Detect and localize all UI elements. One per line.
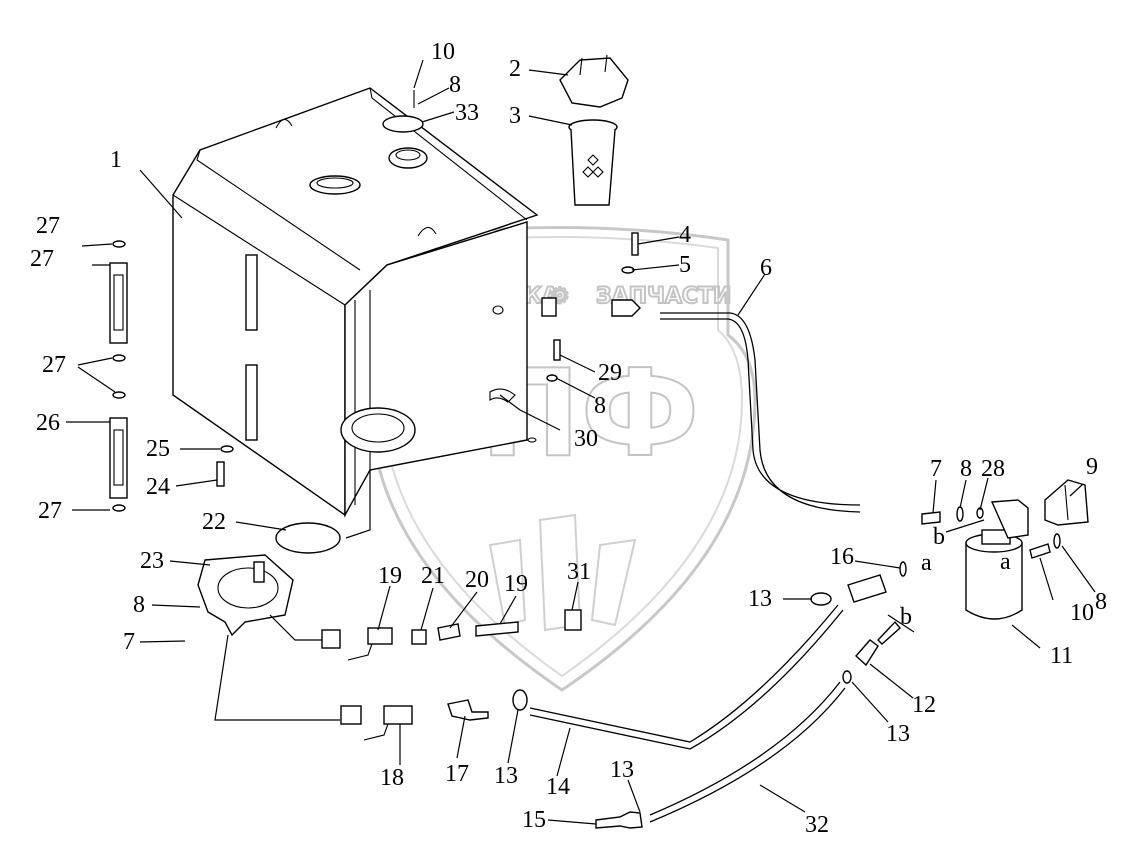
- leader-lines: [66, 59, 1096, 825]
- callout-8-filter-right: 8: [1095, 589, 1107, 615]
- callout-4: 4: [679, 222, 691, 248]
- callout-7-left: 7: [123, 629, 135, 655]
- callout-27-1: 27: [36, 213, 60, 239]
- callout-31: 31: [567, 559, 591, 585]
- callout-22: 22: [202, 509, 226, 535]
- callout-7-right: 7: [930, 456, 942, 482]
- callout-29: 29: [598, 360, 622, 386]
- callout-8-left: 8: [133, 592, 145, 618]
- callout-10-top: 10: [431, 39, 455, 65]
- callout-13-right: 13: [886, 721, 910, 747]
- callout-3: 3: [509, 103, 521, 129]
- filter-bolts: [921, 506, 1061, 559]
- callout-23: 23: [140, 548, 164, 574]
- callout-27-2: 27: [30, 246, 54, 272]
- callout-26: 26: [36, 410, 60, 436]
- callouts: 1 2 3 4 5 6 7 7 8 8 8 8 8 9 10 10 11 12 …: [30, 39, 1107, 838]
- callout-28: 28: [981, 456, 1005, 482]
- hose-end-15: [595, 811, 643, 829]
- callout-13-bottom: 13: [610, 757, 634, 783]
- callout-5: 5: [679, 252, 691, 278]
- callout-a-right: a: [921, 550, 932, 576]
- inspection-cover: [382, 90, 428, 169]
- return-hose-inner: [660, 318, 861, 506]
- gasket: [275, 522, 341, 554]
- callout-33: 33: [455, 100, 479, 126]
- feed-hose-32-inner: [649, 687, 846, 823]
- feed-hose-14-inner: [529, 609, 844, 750]
- callout-b-upper: b: [933, 524, 945, 550]
- callout-10-right: 10: [1070, 600, 1094, 626]
- callout-19-right: 19: [504, 571, 528, 597]
- callout-27-4: 27: [38, 498, 62, 524]
- callout-a-filter: a: [1000, 549, 1011, 575]
- feed-hose-32: [649, 681, 841, 816]
- callout-32: 32: [805, 812, 829, 838]
- callout-9: 9: [1086, 454, 1098, 480]
- callout-b-lower: b: [900, 604, 912, 630]
- callout-6: 6: [760, 255, 772, 281]
- callout-8-filter-top: 8: [960, 456, 972, 482]
- callout-14: 14: [546, 774, 570, 800]
- callout-13-upper: 13: [748, 586, 772, 612]
- callout-20: 20: [465, 567, 489, 593]
- callout-21: 21: [421, 563, 445, 589]
- callout-11: 11: [1050, 643, 1073, 669]
- fuel-tank: [172, 87, 539, 518]
- feed-hose-14: [529, 604, 839, 743]
- callout-12: 12: [912, 692, 936, 718]
- callout-16: 16: [830, 544, 854, 570]
- callout-8-mid: 8: [594, 393, 606, 419]
- callout-27-3: 27: [42, 352, 66, 378]
- callout-18: 18: [380, 765, 404, 791]
- straps: [109, 240, 234, 512]
- callout-24: 24: [146, 474, 170, 500]
- fittings-lower: [321, 561, 907, 741]
- filler-strainer: [568, 119, 618, 206]
- fuel-filter: [965, 479, 1089, 620]
- callout-1: 1: [110, 147, 122, 173]
- intake-flange: [197, 554, 294, 637]
- callout-19-left: 19: [378, 563, 402, 589]
- callout-15: 15: [522, 807, 546, 833]
- filler-cap: [559, 54, 629, 108]
- callout-13-lower-mid: 13: [494, 763, 518, 789]
- return-hose: [660, 312, 861, 513]
- callout-2: 2: [509, 56, 521, 82]
- callout-17: 17: [445, 761, 469, 787]
- callout-8-top: 8: [449, 72, 461, 98]
- callout-30: 30: [574, 426, 598, 452]
- callout-25: 25: [146, 436, 170, 462]
